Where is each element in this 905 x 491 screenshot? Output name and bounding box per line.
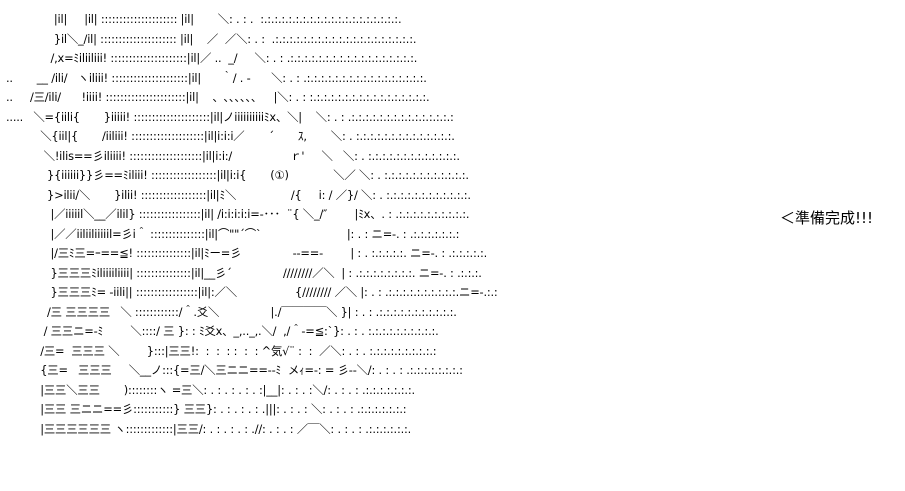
art-line: .. /三/ili/ !iiii! ::::::::::::::::::::::…: [6, 90, 430, 104]
art-line: |/三ﾐ三=ｰ==≦! :::::::::::::::|il|ﾐー=彡 --==…: [6, 246, 488, 260]
art-line: }三三三ﾐiliiiiliiii| :::::::::::::::|il|__彡…: [6, 265, 482, 280]
art-line: ..... ＼={iili{ }iiiii! :::::::::::::::::…: [6, 109, 454, 124]
art-line: |／iiiiil＼__／ilil} :::::::::::::::::|il| …: [6, 207, 470, 221]
art-line: / 三三ニ=-ﾐ ＼::::/ 三 }: : ﾐ爻x、_,.._,.＼/ ,/＾…: [6, 324, 439, 338]
art-line: |三三三三三三 ヽ:::::::::::::|三三/: . : . : . : …: [6, 421, 412, 436]
art-line: }il＼_/il| ::::::::::::::::::::: |il| ／ ／…: [6, 31, 417, 46]
art-line: ＼{iil|{ /iiliii! ::::::::::::::::::::|il…: [6, 129, 455, 143]
art-line: |il| |il| ::::::::::::::::::::: |il| ＼: …: [6, 12, 402, 26]
art-line: /三 三三三三 ＼ ::::::::::::/＾.爻＼ |./￣￣￣￣＼ }| …: [6, 304, 457, 319]
art-line: }{iiiiii}}彡==ﾐiliii! ::::::::::::::::::|…: [6, 168, 469, 182]
art-line: |三三＼三三 )::::::::ヽ =三＼: . : . : . : . :|_…: [6, 382, 415, 397]
art-line: ＼!ilis==彡iliiii! ::::::::::::::::::::|il…: [6, 148, 460, 163]
art-line: .. __ /ili/ ヽiliii! ::::::::::::::::::::…: [6, 70, 427, 85]
ascii-art-scene: |il| |il| ::::::::::::::::::::: |il| ＼: …: [6, 10, 766, 485]
art-line: |三三 三ニニ==彡:::::::::::} 三三}: . : . : . : …: [6, 402, 407, 416]
art-line: }>ilii/＼ }ilii! ::::::::::::::::::|il|ﾐ＼…: [6, 187, 471, 202]
caption-text: ＜準備完成!!!: [780, 209, 874, 227]
art-line: }三三三ﾐ= -iili|| :::::::::::::::::|il|:／＼ …: [6, 285, 498, 299]
art-line: |／／iiliiliiiiil=彡i＾ :::::::::::::::|il|⌒…: [6, 226, 460, 241]
art-line: {三= 三三三 ＼__ノ:::{=三/＼三ニニ==--ﾐ メｨ=-: = 彡--…: [6, 363, 463, 377]
art-line: /三= 三三三 ＼ }:::|三三!: : : : : : : ^気√¨ : :…: [6, 343, 437, 358]
art-line: /,x=ﾐiliiliii! :::::::::::::::::::::|il|…: [6, 51, 418, 65]
